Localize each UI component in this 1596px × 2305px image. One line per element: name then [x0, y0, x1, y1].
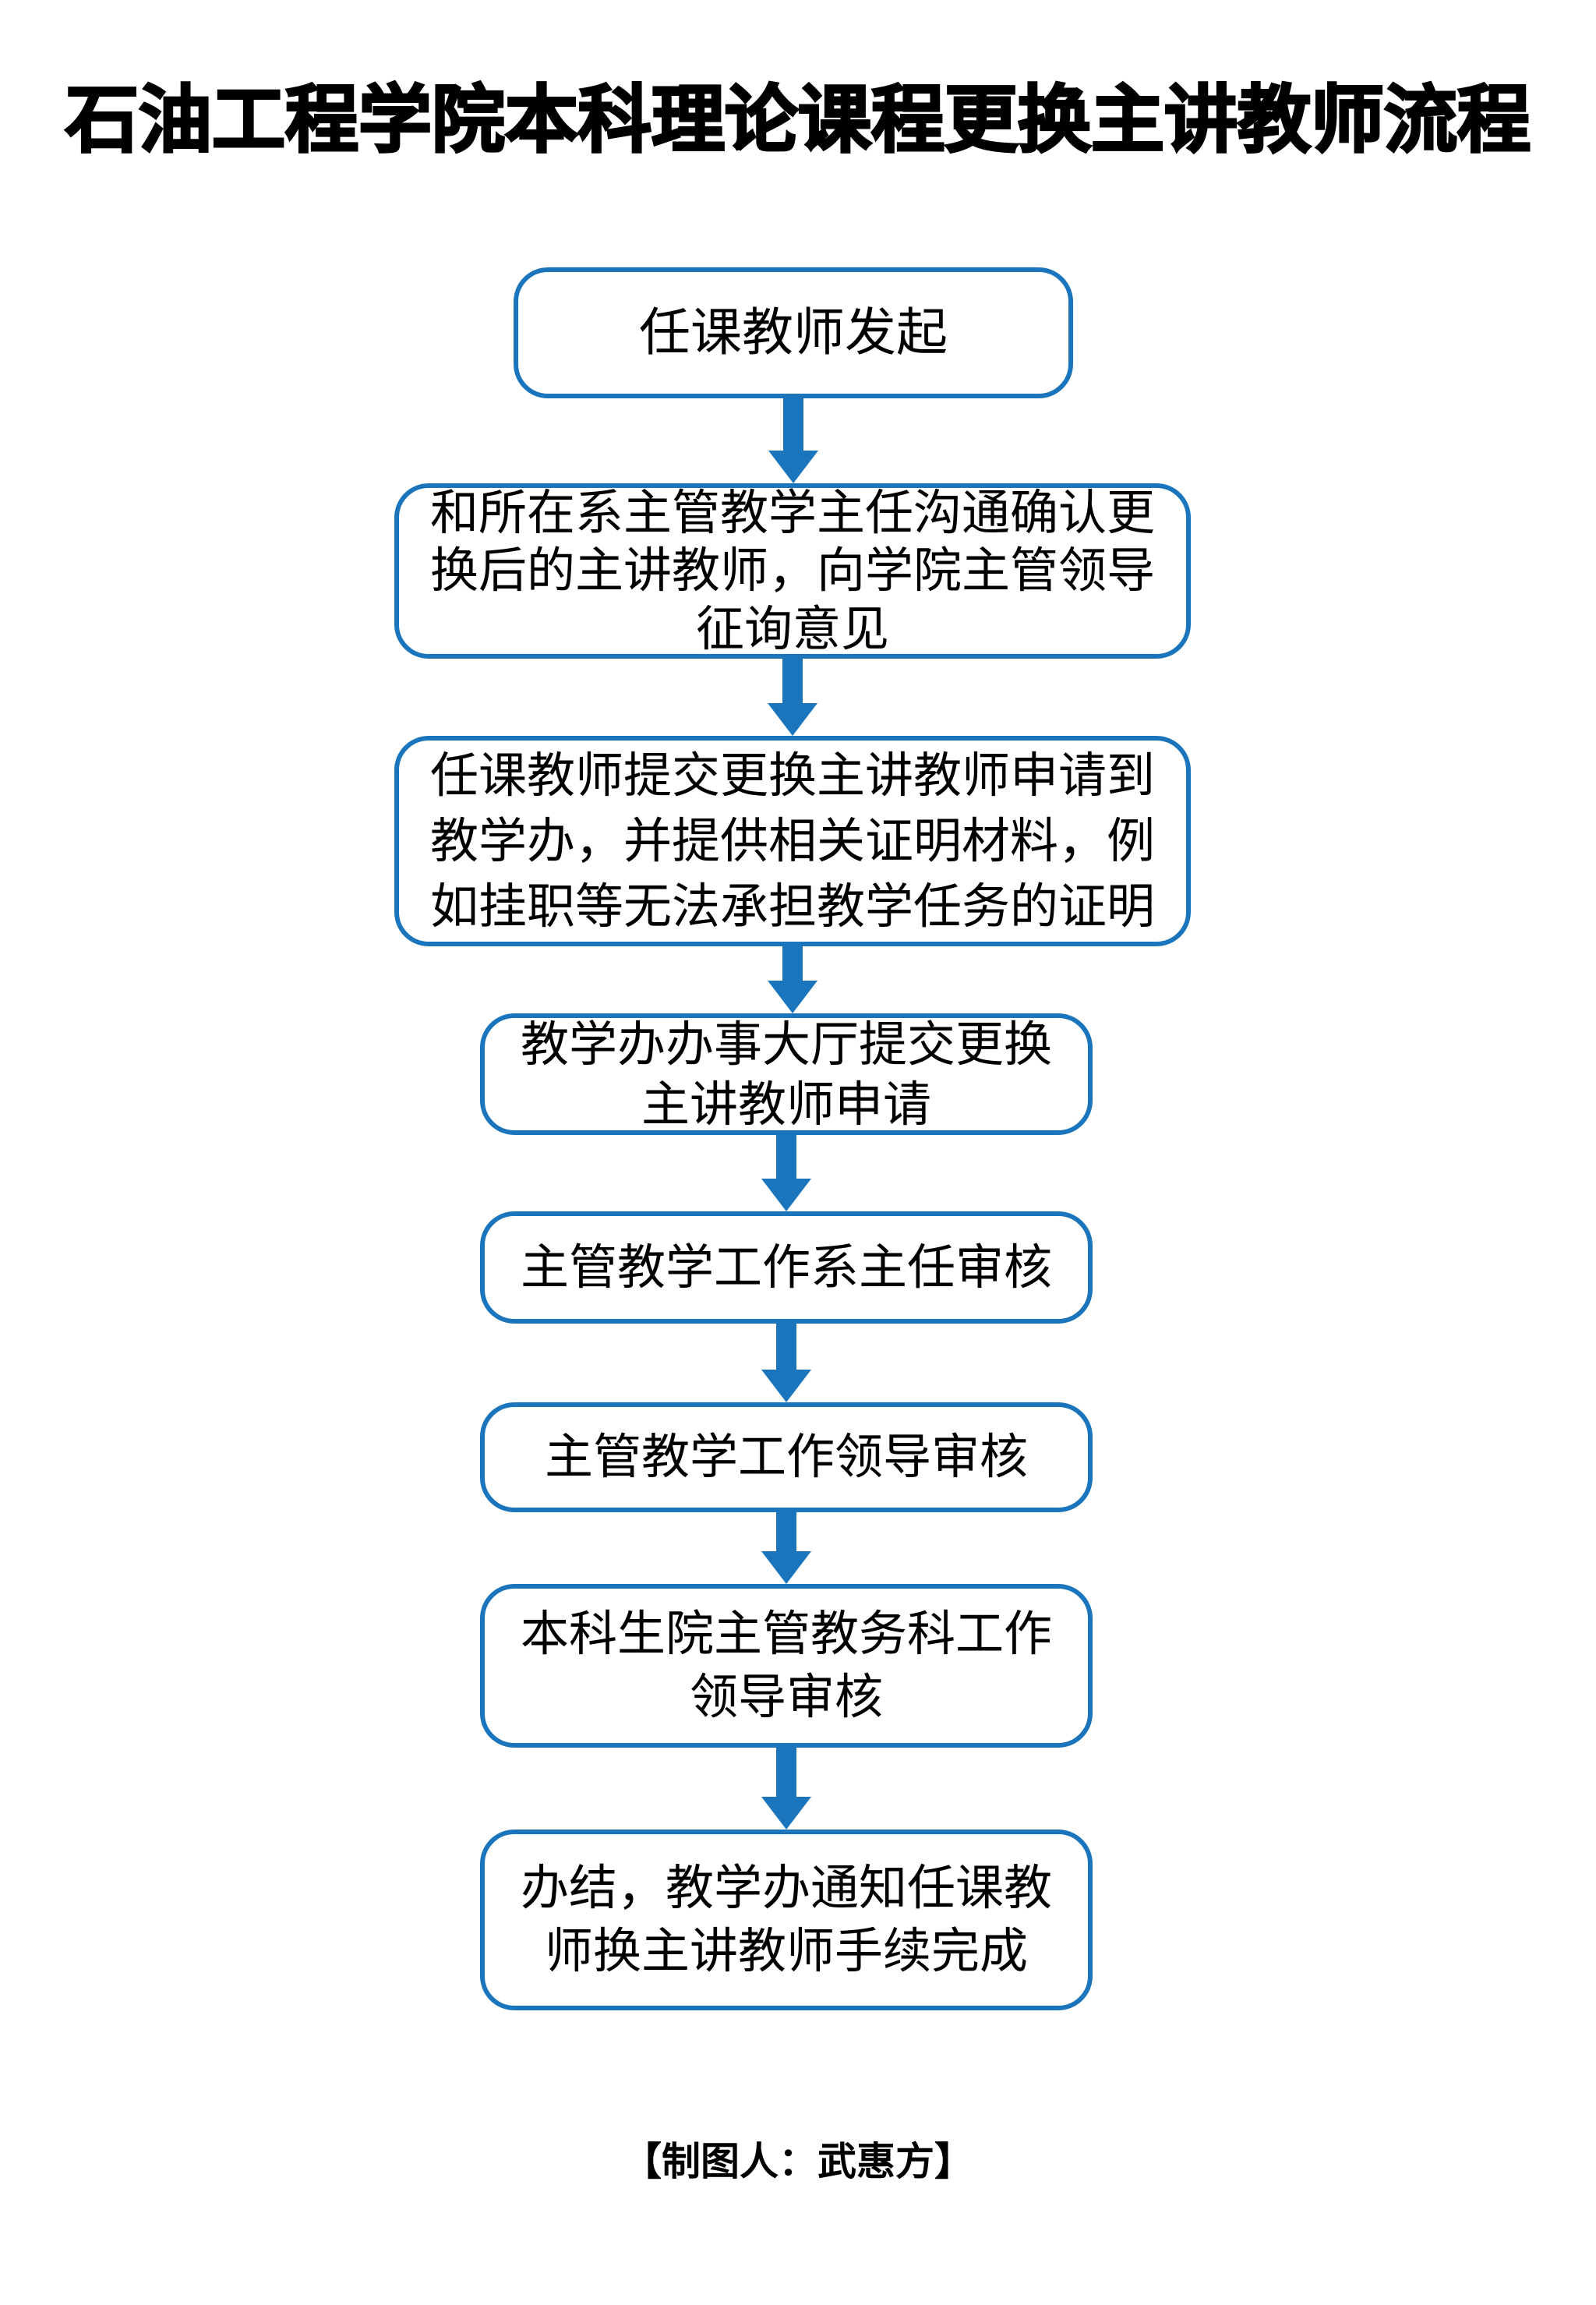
page-title: 石油工程学院本科理论课程更换主讲教师流程: [64, 78, 1531, 162]
flow-step-service-hall-submit-label: 教学办办事大厅提交更换主讲教师申请: [520, 1015, 1052, 1133]
arrow-stem: [776, 1135, 796, 1179]
arrow-stem: [782, 659, 803, 703]
arrow-head: [761, 1551, 811, 1584]
flow-step-complete-notify: 办结，教学办通知任课教师换主讲教师手续完成: [480, 1830, 1093, 2010]
flow-step-submit-application-label: 任课教师提交更换主讲教师申请到教学办，并提供相关证明材料，例如挂职等无法承担教学…: [429, 747, 1155, 935]
arrow-stem: [782, 946, 803, 981]
arrow-head: [768, 703, 817, 736]
arrow-head: [761, 1797, 811, 1830]
arrow-stem: [776, 1324, 796, 1370]
arrow-head: [761, 1179, 811, 1211]
arrow-down-icon: [768, 659, 817, 736]
arrow-head: [761, 1370, 811, 1402]
flow-step-department-head-review-label: 主管教学工作系主任审核: [520, 1238, 1052, 1296]
arrow-down-icon: [761, 1135, 811, 1211]
flow-step-initiate-label: 任课教师发起: [639, 302, 948, 363]
arrow-head: [768, 981, 817, 1013]
arrow-down-icon: [761, 1324, 811, 1402]
flow-step-teaching-leader-review: 主管教学工作领导审核: [480, 1402, 1093, 1512]
arrow-down-icon: [768, 398, 818, 483]
arrow-down-icon: [761, 1512, 811, 1584]
flow-step-initiate: 任课教师发起: [514, 267, 1073, 398]
arrow-down-icon: [768, 946, 817, 1013]
arrow-down-icon: [761, 1748, 811, 1830]
arrow-head: [768, 451, 818, 483]
flow-step-undergraduate-office-review: 本科生院主管教务科工作领导审核: [480, 1584, 1093, 1748]
flow-step-undergraduate-office-review-label: 本科生院主管教务科工作领导审核: [520, 1605, 1052, 1725]
flow-step-department-head-review: 主管教学工作系主任审核: [480, 1211, 1093, 1324]
arrow-stem: [776, 1748, 796, 1797]
flow-step-confirm-with-department-label: 和所在系主管教学主任沟通确认更换后的主讲教师，向学院主管领导征询意见: [429, 483, 1155, 657]
arrow-stem: [783, 398, 803, 451]
flow-step-confirm-with-department: 和所在系主管教学主任沟通确认更换后的主讲教师，向学院主管领导征询意见: [394, 483, 1191, 659]
credit-line: 【制图人：武惠方】: [623, 2140, 973, 2183]
flow-step-complete-notify-label: 办结，教学办通知任课教师换主讲教师手续完成: [520, 1859, 1052, 1979]
flow-step-service-hall-submit: 教学办办事大厅提交更换主讲教师申请: [480, 1013, 1093, 1135]
arrow-stem: [776, 1512, 796, 1551]
flow-step-submit-application: 任课教师提交更换主讲教师申请到教学办，并提供相关证明材料，例如挂职等无法承担教学…: [394, 736, 1191, 946]
flow-step-teaching-leader-review-label: 主管教学工作领导审核: [544, 1428, 1028, 1486]
